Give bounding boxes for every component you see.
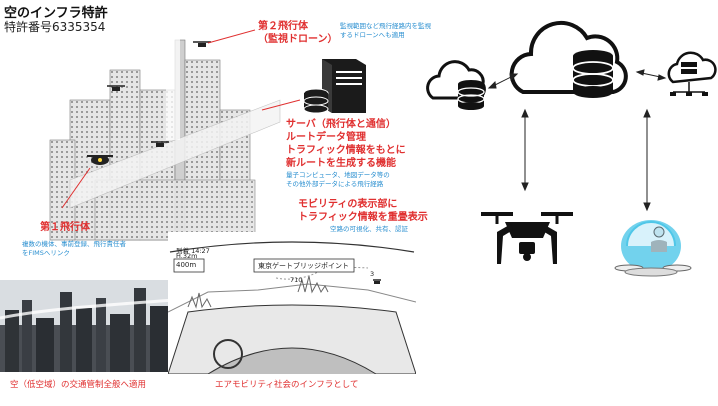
city-illustration	[49, 30, 281, 241]
server-note: 量子コンピュータ、地図データ等の その他外部データによる飛行経路	[286, 171, 390, 188]
cockpit-hud-view	[168, 232, 416, 374]
second-vehicle-note: 監視範囲など飛行経路内を監視 するドローンへも適用	[340, 22, 431, 39]
hud-destination: 東京ゲートブリッジポイント	[258, 262, 349, 270]
small-drone-icon	[151, 141, 169, 147]
first-vehicle-drone-icon	[87, 155, 113, 165]
patent-number: 特許番号6335354	[4, 20, 106, 34]
first-vehicle-label: 第１飛行体	[40, 222, 90, 233]
air-taxi-icon	[614, 220, 692, 277]
first-vehicle-note: 複数の機体、事前登録、飛行責任者 をFIMSへリンク	[22, 240, 126, 257]
airspace-caption: 空（低空域）の交通管制全般へ適用	[10, 380, 147, 390]
page-title: 空のインフラ特許	[4, 6, 108, 21]
small-drone-icon	[107, 85, 125, 91]
cloud-database-large-icon	[509, 20, 628, 98]
second-vehicle-drone-icon	[193, 41, 211, 47]
drone-icon	[481, 212, 573, 264]
city-skyline-photo	[0, 280, 175, 372]
mobility-caption: エアモビリティ社会のインフラとして	[215, 380, 359, 390]
server-icon	[303, 59, 366, 114]
database-icon	[303, 88, 329, 114]
second-vehicle-label: 第２飛行体 （監視ドローン）	[258, 21, 338, 45]
network-diagram	[426, 20, 717, 277]
mobility-display-label: モビリティの表示部に トラフィック情報を重畳表示	[298, 199, 428, 223]
hud-marker-3: 3	[370, 270, 375, 278]
hud-marker-710: 710	[290, 276, 303, 284]
hud-height: H.32m	[176, 252, 198, 260]
mobility-note: 空路の可視化、共有、認証	[330, 225, 408, 233]
cloud-network-icon	[667, 51, 717, 96]
server-description: サーバ（飛行体と通信） ルートデータ管理 トラフィック情報をもとに 新ルートを生…	[286, 119, 406, 169]
hud-arrival: 到着 14:27	[176, 247, 210, 255]
cloud-database-icon	[426, 60, 486, 110]
hud-distance: 400m	[176, 261, 197, 269]
